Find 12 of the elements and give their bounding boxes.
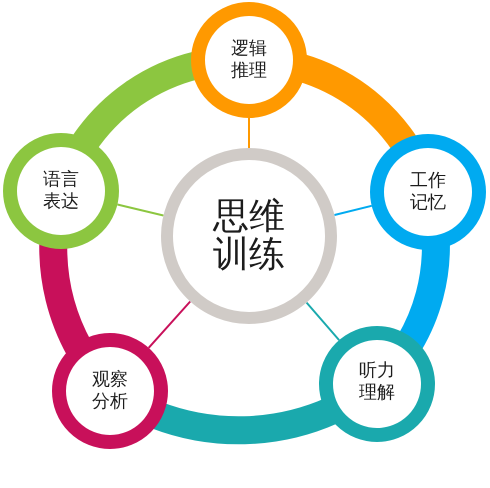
node-label: 听力理解	[358, 360, 396, 404]
node-label: 思维训练	[212, 198, 286, 274]
node-label: 工作记忆	[409, 170, 447, 214]
connector-line	[248, 118, 250, 148]
connector-line	[334, 204, 372, 216]
connector-line	[306, 302, 340, 341]
connector-line	[148, 300, 191, 348]
node-label: 逻辑推理	[230, 38, 268, 82]
connector-line	[117, 204, 164, 216]
ring-arc	[152, 397, 338, 444]
node-label: 语言表达	[42, 169, 80, 213]
node-label: 观察分析	[91, 369, 129, 413]
